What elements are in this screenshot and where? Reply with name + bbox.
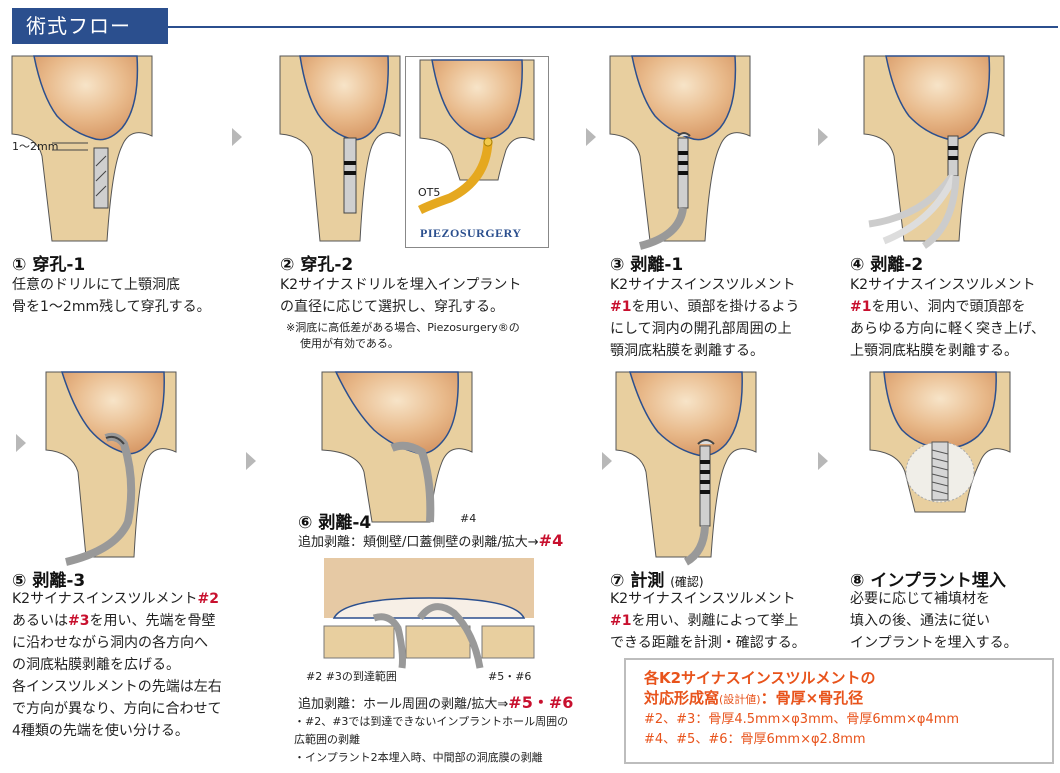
step6-note-1: ・#2、#3では到達できないインプラントホール周囲の (294, 715, 569, 728)
step5-line-1: K2サイナスインスツルメント#2 (12, 591, 220, 607)
step5-line-2: あるいは#3を用い、先端を骨壁 (12, 613, 216, 629)
flow-arrow-7 (818, 452, 828, 470)
step6-illustration (321, 371, 473, 523)
step4-illustration (863, 55, 1005, 249)
piezo-brand-logo: PIEZOSURGERY (420, 226, 522, 240)
step4-line-1: K2サイナスインスツルメント (850, 277, 1036, 293)
step8-illustration (869, 371, 1011, 513)
instrument-spec-box: 各K2サイナスインスツルメントの 対応形成窩(設計値)：骨厚×骨孔径 #2、#3… (624, 658, 1054, 764)
step1-pointer-line (52, 142, 88, 151)
step7-line-2: #1を用い、剥離によって挙上 (610, 613, 799, 629)
step6-inset-left-label: #2 #3の到達範囲 (306, 670, 397, 683)
step3-title: ③ 剥離-1 (610, 255, 684, 275)
piezo-illustration (417, 59, 535, 215)
step1-title: ① 穿孔-1 (12, 255, 86, 275)
step4-title: ④ 剥離-2 (850, 255, 924, 275)
flow-arrow-6 (602, 452, 612, 470)
flow-arrow-4 (16, 434, 26, 452)
step1-label: 1〜2mm (12, 140, 59, 153)
step6-note-2: 広範囲の剥離 (294, 733, 360, 746)
step2-line-1: K2サイナスドリルを埋入インプラント (280, 277, 522, 293)
section-divider (168, 26, 1058, 28)
step5-illustration (45, 371, 177, 566)
step6-line-2: 追加剥離：ホール周囲の剥離/拡大⇒#5・#6 (298, 693, 574, 712)
step6-note-3: ・インプラント2本埋入時、中間部の洞底膜の剥離 (294, 751, 543, 764)
step4-line-3: あらゆる方向に軽く突き上げ、 (850, 321, 1046, 337)
step2-note-2: 使用が有効である。 (300, 337, 399, 350)
flow-arrow-2 (586, 128, 596, 146)
step5-line-3: に沿わせながら洞内の各方向へ (12, 635, 208, 651)
step6-inset-right-label: #5・#6 (488, 670, 532, 683)
spec-title-line-2: 対応形成窩(設計値)：骨厚×骨孔径 (644, 689, 864, 707)
spec-line-1: #2、#3：骨厚4.5mm×φ3mm、骨厚6mm×φ4mm (644, 712, 960, 727)
step7-title: ⑦ 計測 (確認) (610, 571, 704, 591)
step2-title: ② 穿孔-2 (280, 255, 354, 275)
step3-line-1: K2サイナスインスツルメント (610, 277, 796, 293)
step8-title: ⑧ インプラント埋入 (850, 571, 1006, 591)
step7-line-1: K2サイナスインスツルメント (610, 591, 796, 607)
step1-illustration (11, 55, 153, 242)
step2-note-1: ※洞底に高低差がある場合、Piezosurgery®の (286, 321, 520, 334)
step3-line-3: にして洞内の開孔部周囲の上 (610, 321, 792, 337)
step5-line-7: 4種類の先端を使い分ける。 (12, 723, 189, 739)
step2-line-2: の直径に応じて選択し、穿孔する。 (280, 299, 504, 315)
step4-line-4: 上顎洞底粘膜を剥離する。 (850, 343, 1018, 359)
spec-line-2: #4、#5、#6：骨厚6mm×φ2.8mm (644, 732, 866, 747)
flow-arrow-1 (232, 128, 242, 146)
step2-illustration (279, 55, 401, 242)
piezo-tip-label: OT5 (418, 186, 441, 199)
step5-title: ⑤ 剥離-3 (12, 571, 86, 591)
step5-line-4: の洞底粘膜剥離を広げる。 (12, 657, 180, 673)
step3-illustration (609, 55, 751, 250)
step7-line-3: できる距離を計測・確認する。 (610, 635, 806, 651)
step6-title: ⑥ 剥離-4 (298, 513, 372, 533)
step8-line-1: 必要に応じて補填材を (850, 591, 990, 607)
step3-line-2: #1を用い、頭部を掛けるよう (610, 299, 800, 315)
step7-illustration (615, 371, 757, 566)
step4-line-2: #1を用い、洞内で頭頂部を (850, 299, 1026, 315)
step5-line-6: で方向が異なり、方向に合わせて (12, 701, 222, 717)
step1-line-1: 任意のドリルにて上顎洞底 (12, 277, 180, 293)
spec-title-line-1: 各K2サイナスインスツルメントの (644, 669, 876, 687)
flow-arrow-5 (246, 452, 256, 470)
step8-line-2: 填入の後、通法に従い (850, 613, 990, 629)
section-title: 術式フロー (12, 8, 168, 44)
step8-line-3: インプラントを埋入する。 (850, 635, 1018, 651)
step5-line-5: 各インスツルメントの先端は左右 (12, 679, 222, 695)
step6-hole-inset (323, 558, 535, 669)
step6-tool-label: #4 (460, 512, 477, 525)
flow-arrow-3 (818, 128, 828, 146)
step6-line-1: 追加剥離：頬側壁/口蓋側壁の剥離/拡大→#4 (298, 531, 564, 550)
step1-line-2: 骨を1〜2mm残して穿孔する。 (12, 299, 211, 315)
step3-line-4: 顎洞底粘膜を剥離する。 (610, 343, 764, 359)
